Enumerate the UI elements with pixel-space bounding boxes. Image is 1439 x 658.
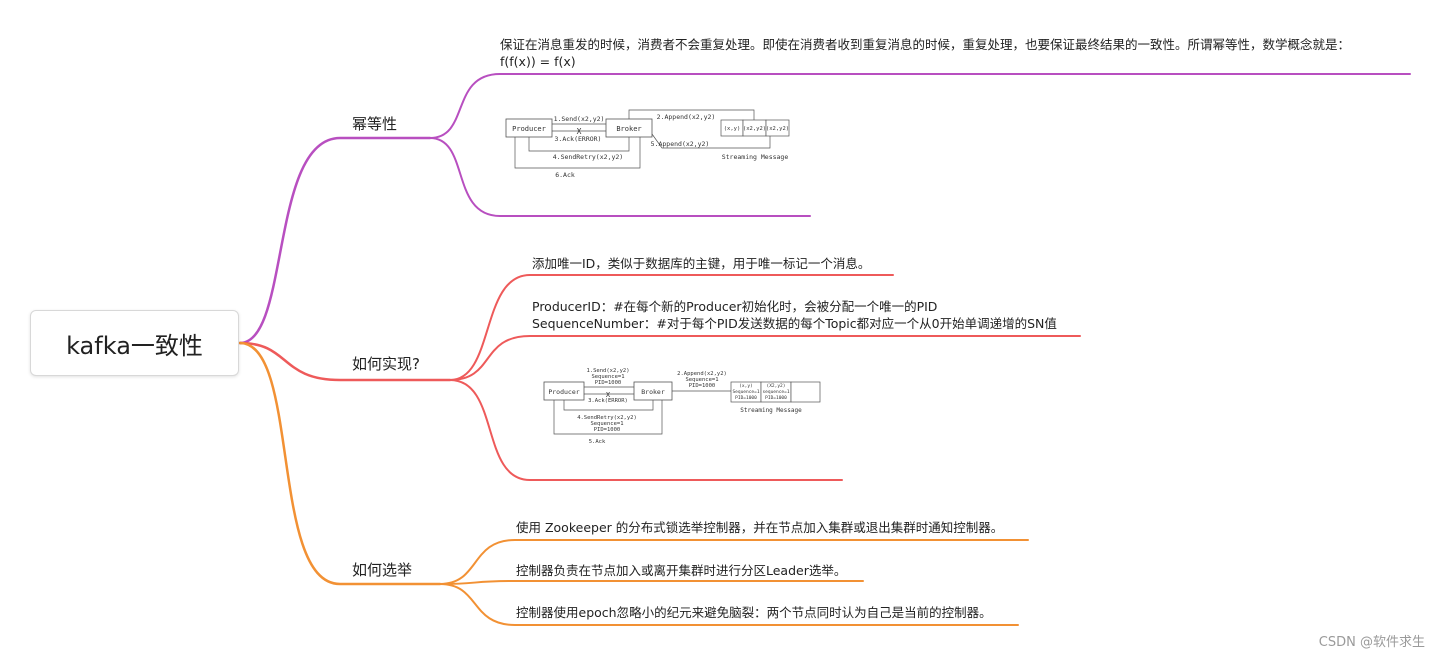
retry-label: Sequence=1 xyxy=(590,421,623,427)
append-label: PID=1000 xyxy=(689,383,716,389)
cell-label: PID=1000 xyxy=(765,395,787,401)
append1-arrow xyxy=(628,109,755,120)
leaf-line: 控制器使用epoch忽略小的纪元来避免脑裂：两个节点同时认为自己是当前的控制器。 xyxy=(516,605,992,620)
stream-caption: Streaming Message xyxy=(740,407,802,414)
ack-error-label: 3.Ack(ERROR) xyxy=(555,135,602,143)
leaf-line-connector xyxy=(429,73,1411,139)
append-label: Sequence=1 xyxy=(685,377,718,383)
message-cell xyxy=(765,119,790,137)
broker-label: Broker xyxy=(616,125,641,133)
cross-mark: X xyxy=(606,391,611,399)
send-label: 1.Send(x2,y2) xyxy=(554,115,605,123)
branch-implementation[interactable]: 如何实现? xyxy=(352,355,420,373)
leaf-line: 添加唯一ID，类似于数据库的主键，用于唯一标记一个消息。 xyxy=(532,256,871,271)
ack-label: 5.Ack xyxy=(589,439,606,445)
leaf-epoch[interactable]: 控制器使用epoch忽略小的纪元来避免脑裂：两个节点同时认为自己是当前的控制器。 xyxy=(516,604,992,621)
leaf-unique-id[interactable]: 添加唯一ID，类似于数据库的主键，用于唯一标记一个消息。 xyxy=(532,255,870,272)
cell-label: sequence=1 xyxy=(762,389,789,395)
cell-label: (x2,y2) xyxy=(766,126,789,132)
retry-label: PID=1000 xyxy=(594,427,621,433)
retry-label: 4.SendRetry(x2,y2) xyxy=(577,415,637,421)
root-branch-line xyxy=(238,341,452,382)
cell-label: (x,y) xyxy=(739,383,753,389)
cell-label: (X2,y2) xyxy=(767,383,786,389)
leaf-line: ProducerID：#在每个新的Producer初始化时，会被分配一个唯一的P… xyxy=(532,299,938,314)
ack-error-label: 3.Ack(ERROR) xyxy=(588,398,628,404)
leaf-line-connector xyxy=(439,539,1029,585)
leaf-line-connector xyxy=(439,580,864,585)
root-topic[interactable]: kafka一致性 xyxy=(30,310,239,376)
leaf-line-connector xyxy=(429,137,811,217)
leaf-line: f(f(x)) = f(x) xyxy=(500,54,576,69)
branch-idempotence[interactable]: 幂等性 xyxy=(352,115,398,133)
leaf-line-connector xyxy=(449,335,1081,381)
send-label: PID=1000 xyxy=(595,380,622,386)
leaf-line-connector xyxy=(449,379,843,481)
leaf-line: 控制器负责在节点加入或离开集群时进行分区Leader选举。 xyxy=(516,563,847,578)
leaf-idempotence-definition[interactable]: 保证在消息重发的时候，消费者不会重复处理。即使在消费者收到重复消息的时候，重复处… xyxy=(500,36,1350,70)
root-branch-line xyxy=(238,341,442,586)
send-label: 1.Send(x2,y2) xyxy=(586,368,629,374)
root-branch-line xyxy=(238,136,432,345)
retry-arrow xyxy=(528,137,630,152)
append2-label: 5.Append(x2,y2) xyxy=(651,140,710,148)
leaf-line-connector xyxy=(449,274,894,381)
stream-caption: Streaming Message xyxy=(722,153,789,161)
send-label: Sequence=1 xyxy=(591,374,624,380)
producer-label: Producer xyxy=(512,125,546,133)
broker-label: Broker xyxy=(641,388,665,396)
leaf-line-connector xyxy=(439,583,1019,626)
leaf-partition-leader[interactable]: 控制器负责在节点加入或离开集群时进行分区Leader选举。 xyxy=(516,562,846,579)
append-label: 2.Append(x2,y2) xyxy=(677,371,727,377)
append2-arrow xyxy=(651,133,771,149)
ack-arrow xyxy=(514,137,641,169)
leaf-pid-sequence[interactable]: ProducerID：#在每个新的Producer初始化时，会被分配一个唯一的P… xyxy=(532,298,1057,332)
leaf-zookeeper-election[interactable]: 使用 Zookeeper 的分布式锁选举控制器，并在节点加入集群或退出集群时通知… xyxy=(516,519,1003,536)
implementation-diagram: Producer Broker 1.Send(x2,y2) Sequence=1… xyxy=(543,368,821,445)
leaf-line: 使用 Zookeeper 的分布式锁选举控制器，并在节点加入集群或退出集群时通知… xyxy=(516,520,1004,535)
cell-label: PID=1000 xyxy=(735,395,757,401)
ack-label: 6.Ack xyxy=(555,171,575,179)
leaf-line: SequenceNumber：#对于每个PID发送数据的每个Topic都对应一个… xyxy=(532,316,1057,331)
idempotence-diagram: Producer Broker 1.Send(x2,y2) X 3.Ack(ER… xyxy=(505,109,790,179)
message-cell-empty xyxy=(790,381,821,403)
retry-label: 4.SendRetry(x2,y2) xyxy=(553,153,623,161)
cell-label: (x2,y2) xyxy=(743,126,766,132)
ack-arrow xyxy=(553,400,663,435)
connector-lines xyxy=(238,73,1411,626)
cell-label: (x,y) xyxy=(724,126,741,132)
branch-election[interactable]: 如何选举 xyxy=(352,561,413,579)
cell-label: Sequence=1 xyxy=(732,389,759,395)
retry-arrow xyxy=(563,400,654,411)
cross-mark: X xyxy=(577,127,582,136)
append1-label: 2.Append(x2,y2) xyxy=(657,113,716,121)
leaf-line: 保证在消息重发的时候，消费者不会重复处理。即使在消费者收到重复消息的时候，重复处… xyxy=(500,37,1351,52)
watermark: CSDN @软件求生 xyxy=(1318,635,1425,650)
producer-label: Producer xyxy=(548,388,579,396)
